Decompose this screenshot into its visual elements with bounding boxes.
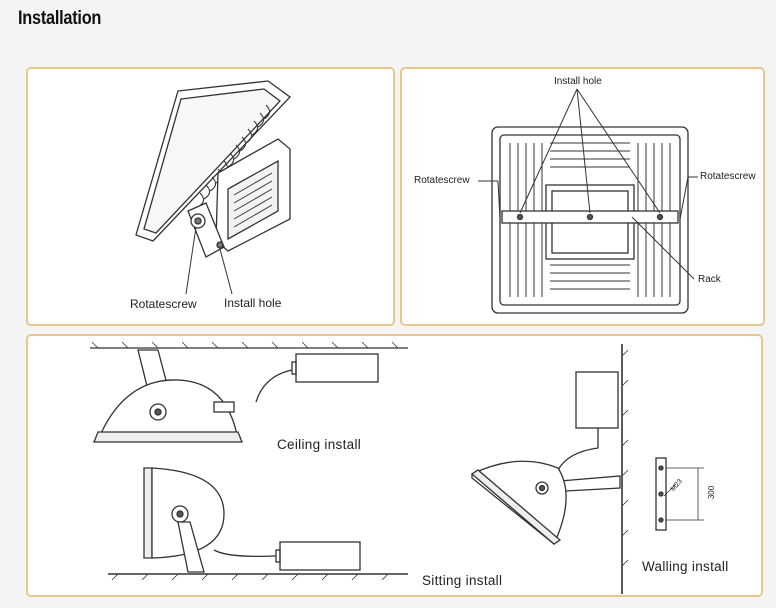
rack-label: Rack (698, 274, 721, 285)
dimension-300-label: 300 (707, 485, 717, 500)
ceiling-install-label: Ceiling install (277, 437, 362, 452)
rotatescrew-label: Rotatescrew (130, 297, 197, 311)
rotatescrew-right-label: Rotatescrew (700, 171, 756, 182)
install-hole-label: Install hole (554, 76, 602, 87)
sitting-install-label: Sitting install (422, 573, 503, 588)
page-title: Installation (18, 8, 102, 29)
install-methods-drawing (90, 341, 704, 594)
side-view-panel: Rotatescrew Install hole (26, 67, 395, 326)
back-view-drawing (478, 88, 698, 314)
install-methods-panel: Ceiling install Sitting install Walling … (26, 334, 763, 597)
walling-install-label: Walling install (642, 559, 729, 574)
back-view-panel: Install hole Rotatescrew Rotatescrew Rac… (400, 67, 765, 326)
rotatescrew-left-label: Rotatescrew (414, 175, 470, 186)
install-hole-label: Install hole (224, 296, 282, 310)
side-view-drawing (135, 80, 291, 295)
